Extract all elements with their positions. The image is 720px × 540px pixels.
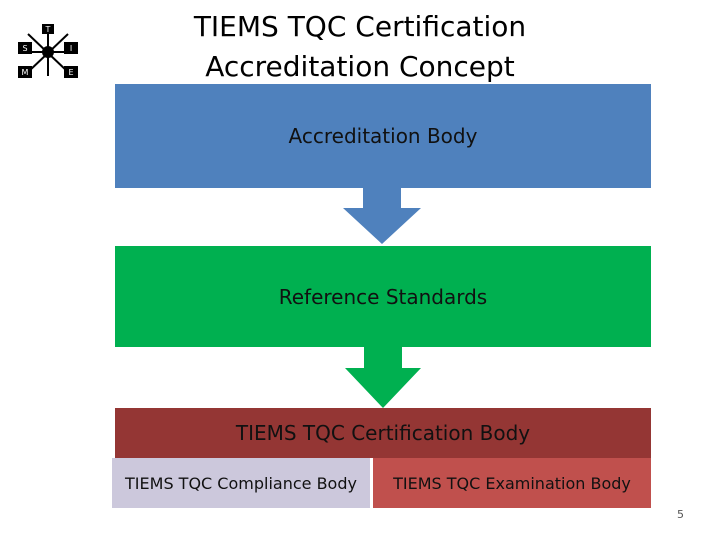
slide-title-line-2: Accreditation Concept bbox=[205, 50, 515, 83]
down-arrow-icon bbox=[345, 346, 421, 408]
logo-letter-i: I bbox=[70, 44, 72, 53]
logo-letter-s: S bbox=[22, 44, 27, 53]
certification-body-box: TIEMS TQC Certification Body bbox=[115, 408, 651, 458]
page-number: 5 bbox=[677, 508, 684, 521]
reference-standards-box: Reference Standards bbox=[115, 246, 651, 347]
logo-letter-t: T bbox=[45, 25, 51, 34]
accreditation-body-box: Accreditation Body bbox=[115, 84, 651, 188]
compliance-body-box: TIEMS TQC Compliance Body bbox=[112, 458, 370, 508]
logo-letter-m: M bbox=[22, 68, 29, 77]
down-arrow-icon bbox=[343, 186, 421, 244]
logo-letter-e: E bbox=[68, 68, 73, 77]
examination-body-box: TIEMS TQC Examination Body bbox=[373, 458, 651, 508]
tiems-logo: T S I M E bbox=[18, 24, 78, 78]
slide-title-line-1: TIEMS TQC Certification bbox=[193, 10, 527, 43]
